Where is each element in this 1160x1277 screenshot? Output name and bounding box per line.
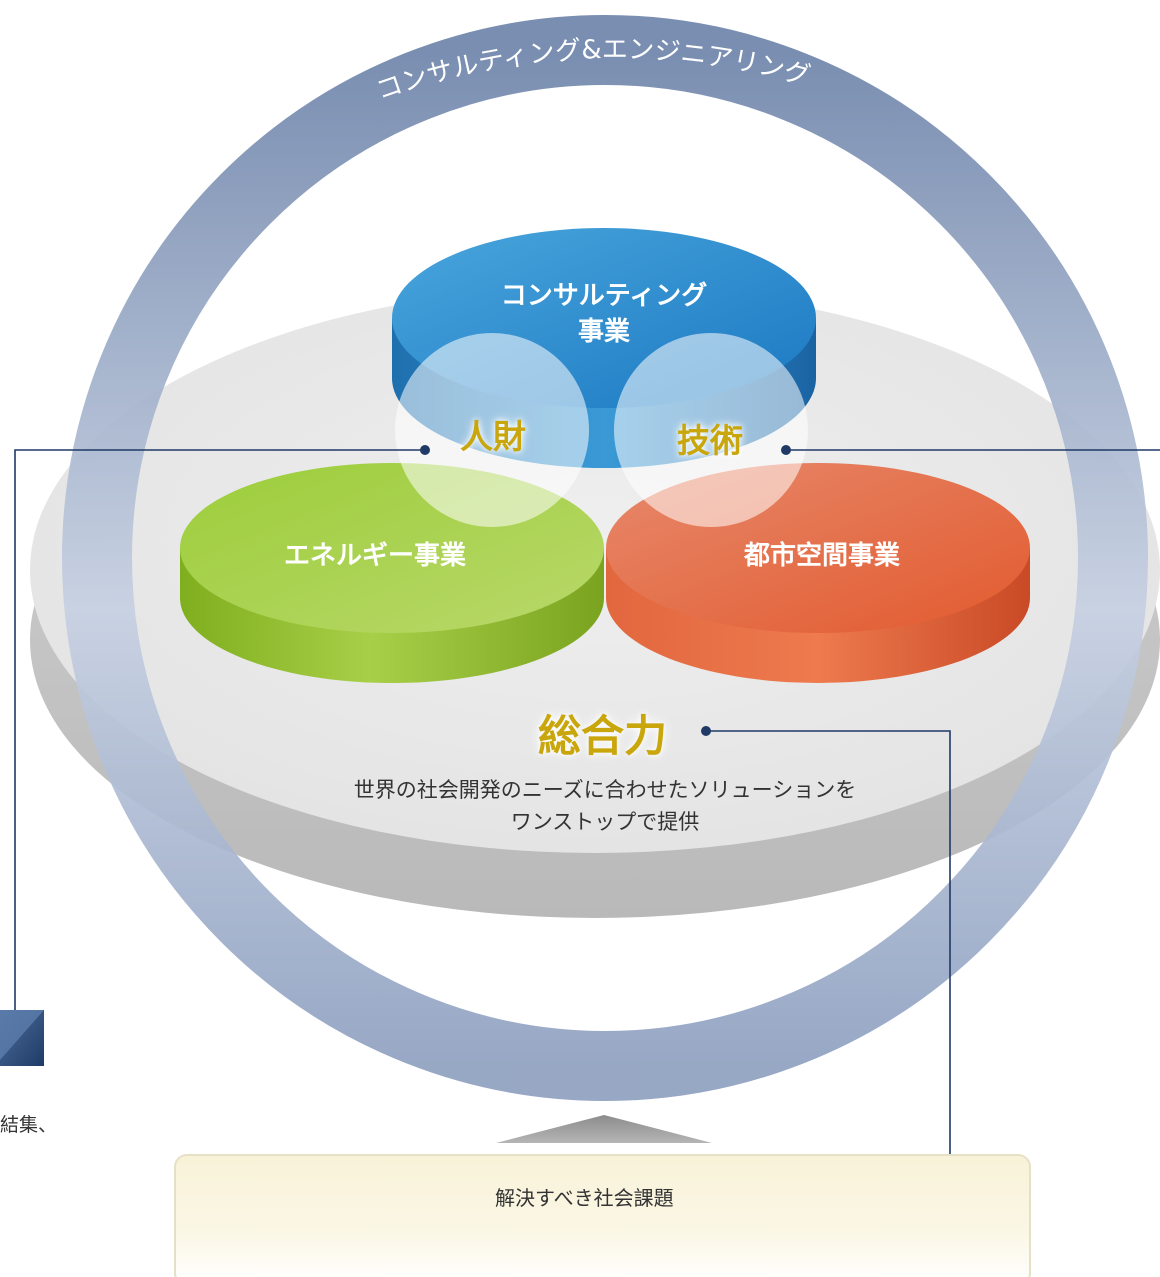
up-arrow xyxy=(496,1115,712,1143)
energy-label: エネルギー事業 xyxy=(283,541,466,571)
connector-human xyxy=(14,449,425,1010)
tech-overlap-label: 技術 xyxy=(677,421,743,460)
connector-tech-dot xyxy=(781,445,791,455)
synergy-description-line2: ワンストップで提供 xyxy=(510,810,700,834)
connector-human-dot xyxy=(420,445,430,455)
urban-label: 都市空間事業 xyxy=(743,541,900,571)
synergy-description: 世界の社会開発のニーズに合わせたソリューションを ワンストップで提供 xyxy=(305,774,905,838)
synergy-description-line1: 世界の社会開発のニーズに合わせたソリューションを xyxy=(353,778,857,802)
consulting-label-line2: 事業 xyxy=(577,317,630,347)
connector-synergy xyxy=(706,730,951,1277)
synergy-title: 総合力 xyxy=(538,712,667,762)
corner-block-highlight xyxy=(0,1010,44,1060)
consulting-label-line1: コンサルティング xyxy=(500,281,708,311)
connector-synergy-dot xyxy=(701,726,711,736)
human-overlap-label: 人財 xyxy=(460,417,526,456)
issue-box xyxy=(174,1154,1031,1277)
tech-overlap-circle xyxy=(614,333,808,527)
issue-label: 解決すべき社会課題 xyxy=(495,1186,674,1210)
left-partial-text: 結集、 xyxy=(0,1114,58,1136)
consulting-label: コンサルティング 事業 xyxy=(454,278,754,350)
human-overlap-circle xyxy=(395,333,589,527)
outer-ring xyxy=(62,15,1148,1101)
